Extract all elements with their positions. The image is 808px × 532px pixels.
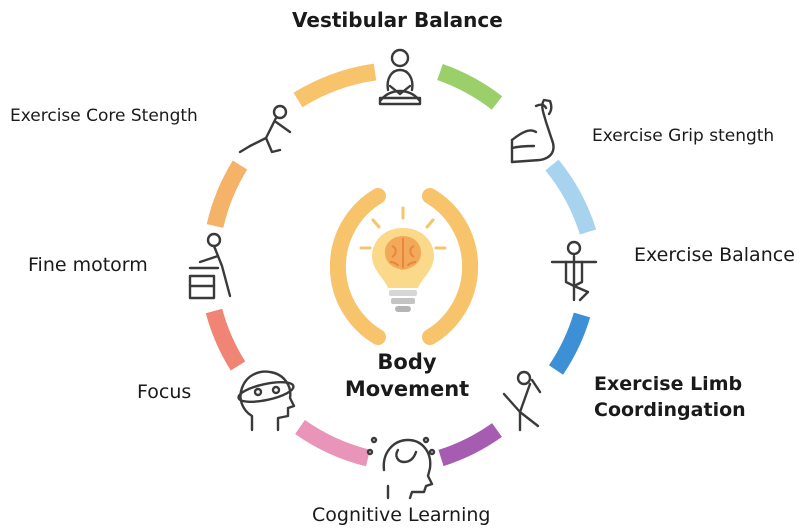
tree-pose-icon — [550, 240, 598, 302]
label-exercise-grip-strength: Exercise Grip stength — [592, 126, 775, 146]
meditation-icon — [378, 48, 422, 106]
arc-segment-right-lower — [548, 312, 591, 375]
arc-segment-top — [293, 63, 377, 108]
label-fine-motor: Fine motorm — [28, 254, 148, 276]
arc-segment-bottom-left — [295, 419, 371, 467]
arc-segment-right-upper — [545, 159, 597, 235]
lightbulb-brain-icon — [359, 206, 447, 312]
label-exercise-limb-line2: Coordingation — [594, 399, 746, 421]
label-focus: Focus — [137, 381, 192, 403]
label-exercise-limb-line1: Exercise Limb — [594, 373, 743, 395]
center-title-line2: Movement — [344, 377, 470, 401]
label-exercise-balance: Exercise Balance — [634, 244, 795, 266]
arc-segment-top-right — [437, 63, 503, 110]
center-title-line1: Body — [377, 350, 437, 374]
flexed-arm-icon — [510, 98, 555, 164]
stretch-pose-icon — [502, 370, 542, 432]
brain-head-icon — [366, 436, 436, 500]
label-exercise-core-strength: Exercise Core Stength — [10, 106, 198, 126]
arc-segment-left-upper — [206, 160, 248, 229]
bulb-arc-left — [329, 188, 386, 345]
label-cognitive-learning: Cognitive Learning — [312, 504, 491, 526]
arc-segment-bottom-right — [438, 422, 502, 467]
label-vestibular-balance: Vestibular Balance — [292, 8, 503, 32]
desk-person-icon — [188, 232, 232, 300]
situp-icon — [238, 104, 292, 154]
head-orbit-icon — [237, 370, 296, 432]
center-title: Body Movement — [340, 349, 474, 403]
bulb-arc-right — [422, 188, 479, 345]
arc-segment-left-lower — [205, 308, 246, 371]
